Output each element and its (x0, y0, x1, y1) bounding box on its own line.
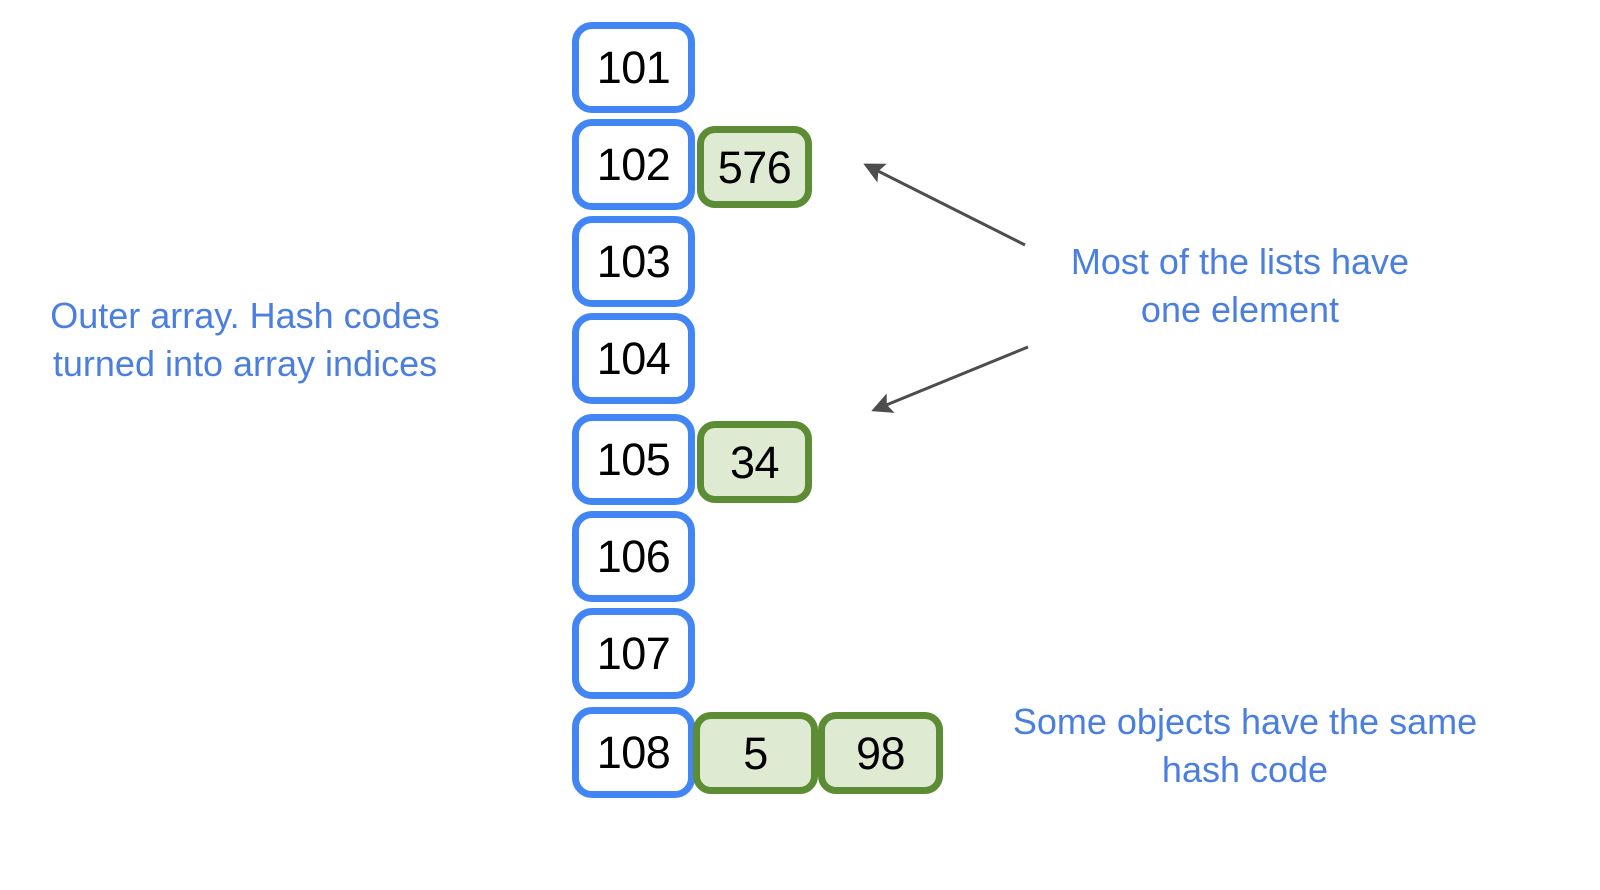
bucket-cell-108[interactable]: 108 (572, 707, 695, 798)
annotation-same-hash-code: Some objects have the same hash code (1012, 701, 1478, 790)
arrow-to-bucket-105 (871, 345, 1029, 413)
list-node-108-0[interactable]: 5 (693, 712, 818, 794)
bucket-cell-107[interactable]: 107 (572, 608, 695, 699)
bucket-row-106: 106 (572, 511, 695, 602)
bucket-index-label: 108 (596, 727, 671, 778)
bucket-index-label: 107 (596, 628, 671, 679)
bucket-index-label: 105 (596, 434, 671, 485)
bucket-row-102: 102 (572, 119, 695, 210)
bucket-cell-104[interactable]: 104 (572, 313, 695, 404)
list-node-102-0[interactable]: 576 (697, 126, 812, 208)
list-node-value: 98 (855, 727, 906, 779)
bucket-row-107: 107 (572, 608, 695, 699)
list-node-value: 576 (717, 141, 792, 193)
bucket-row-108: 108 (572, 707, 695, 798)
list-node-value: 5 (743, 727, 768, 779)
bucket-row-101: 101 (572, 22, 695, 113)
bucket-index-label: 106 (596, 531, 671, 582)
bucket-row-104: 104 (572, 313, 695, 404)
bucket-index-label: 103 (596, 236, 671, 287)
list-node-108-1[interactable]: 98 (818, 712, 943, 794)
bucket-index-label: 104 (596, 333, 671, 384)
bucket-cell-106[interactable]: 106 (572, 511, 695, 602)
bucket-cell-101[interactable]: 101 (572, 22, 695, 113)
annotation-most-lists-one-element: Most of the lists have one element (1070, 241, 1410, 330)
arrow-to-bucket-102 (863, 163, 1026, 247)
bucket-cell-105[interactable]: 105 (572, 414, 695, 505)
bucket-cell-103[interactable]: 103 (572, 216, 695, 307)
list-node-105-0[interactable]: 34 (697, 421, 812, 503)
annotation-outer-array: Outer array. Hash codes turned into arra… (50, 295, 440, 384)
bucket-row-105: 105 (572, 414, 695, 505)
bucket-index-label: 101 (596, 42, 671, 93)
list-node-value: 34 (729, 436, 780, 488)
bucket-cell-102[interactable]: 102 (572, 119, 695, 210)
bucket-index-label: 102 (596, 139, 671, 190)
bucket-row-103: 103 (572, 216, 695, 307)
